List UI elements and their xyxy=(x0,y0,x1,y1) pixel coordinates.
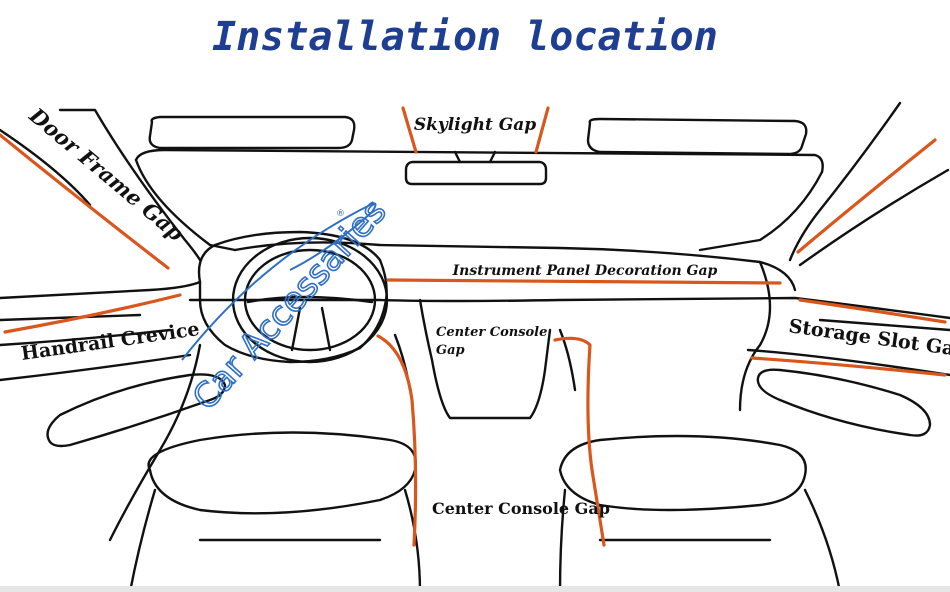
light-strip-paths xyxy=(0,106,947,547)
center-console-gap-top-label-line2: Gap xyxy=(436,343,465,358)
instrument-panel-strip xyxy=(386,278,782,285)
watermark-registered-mark: ® xyxy=(336,209,345,219)
diagram-title: Installation location xyxy=(212,14,718,60)
instrument-panel-gap-label: Instrument Panel Decoration Gap xyxy=(452,263,718,279)
skylight-strip xyxy=(534,106,550,154)
storage-slot-strip xyxy=(750,356,947,377)
center-console-gap-top-label: Center Console xyxy=(436,325,547,340)
center-console-gap-bottom-label: Center Console Gap xyxy=(432,499,610,518)
skylight-gap-label: Skylight Gap xyxy=(414,115,536,135)
door-frame-strip xyxy=(0,133,170,270)
bottom-strip xyxy=(0,586,950,592)
car-interior-outline xyxy=(0,101,950,592)
car-accessories-watermark: Car Accessaries ® xyxy=(181,191,395,419)
a-pillar-strip xyxy=(796,138,937,254)
handrail-strip xyxy=(3,293,182,334)
storage-slot-strip xyxy=(798,298,947,324)
center-console-strip xyxy=(553,336,606,547)
watermark-text: Car Accessaries xyxy=(185,192,394,418)
center-console-strip xyxy=(376,334,418,547)
skylight-strip xyxy=(401,106,418,154)
